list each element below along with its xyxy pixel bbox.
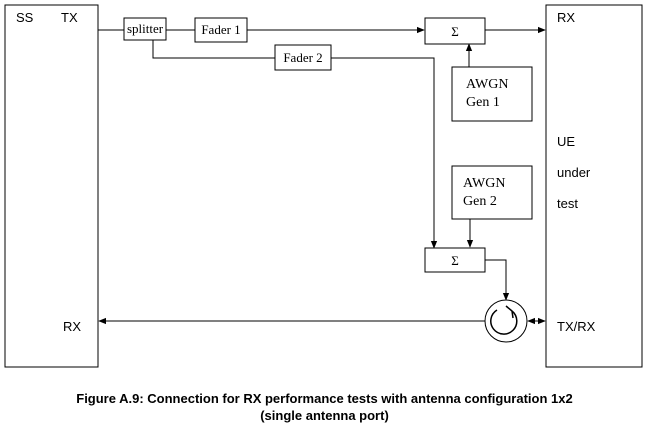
combiner2-box: Σ <box>424 247 486 273</box>
figure-caption: Figure A.9: Connection for RX performanc… <box>0 390 649 424</box>
splitter-label: splitter <box>127 21 164 36</box>
awgn1-line2: Gen 1 <box>466 95 500 110</box>
awgn-gen1-box: AWGN Gen 1 <box>451 66 533 122</box>
awgn2-line1: AWGN <box>463 176 505 191</box>
ss-tx-label: TX <box>61 10 78 25</box>
ss-title: SS <box>16 10 34 25</box>
splitter-box: splitter <box>123 17 167 41</box>
awgn2-line2: Gen 2 <box>463 194 497 209</box>
combiner2-symbol: Σ <box>451 253 459 268</box>
fader2-box: Fader 2 <box>274 44 332 71</box>
ue-block: RX UE under test TX/RX <box>545 4 643 368</box>
caption-line1: Figure A.9: Connection for RX performanc… <box>76 391 573 406</box>
awgn1-line1: AWGN <box>466 77 508 92</box>
fader2-label: Fader 2 <box>283 50 322 65</box>
combiner1-box: Σ <box>424 17 486 45</box>
ue-label-line3: test <box>557 196 578 211</box>
ue-txrx-label: TX/RX <box>557 319 596 334</box>
awgn-gen2-box: AWGN Gen 2 <box>451 165 533 220</box>
fader1-label: Fader 1 <box>201 22 240 37</box>
ss-block: SS TX RX <box>4 4 99 368</box>
combiner1-symbol: Σ <box>451 24 459 39</box>
ue-rx-label: RX <box>557 10 575 25</box>
circulator-icon <box>484 299 528 343</box>
ue-label-line1: UE <box>557 134 575 149</box>
signal-paths <box>98 26 546 325</box>
ss-rx-label: RX <box>63 319 81 334</box>
fader2-to-combiner2-arrow <box>331 57 438 249</box>
splitter-to-fader2-line <box>152 40 275 59</box>
ue-label-line2: under <box>557 165 591 180</box>
caption-line2: (single antenna port) <box>260 408 389 423</box>
fader1-box: Fader 1 <box>194 17 248 43</box>
combiner2-to-circulator-arrow <box>485 259 510 301</box>
